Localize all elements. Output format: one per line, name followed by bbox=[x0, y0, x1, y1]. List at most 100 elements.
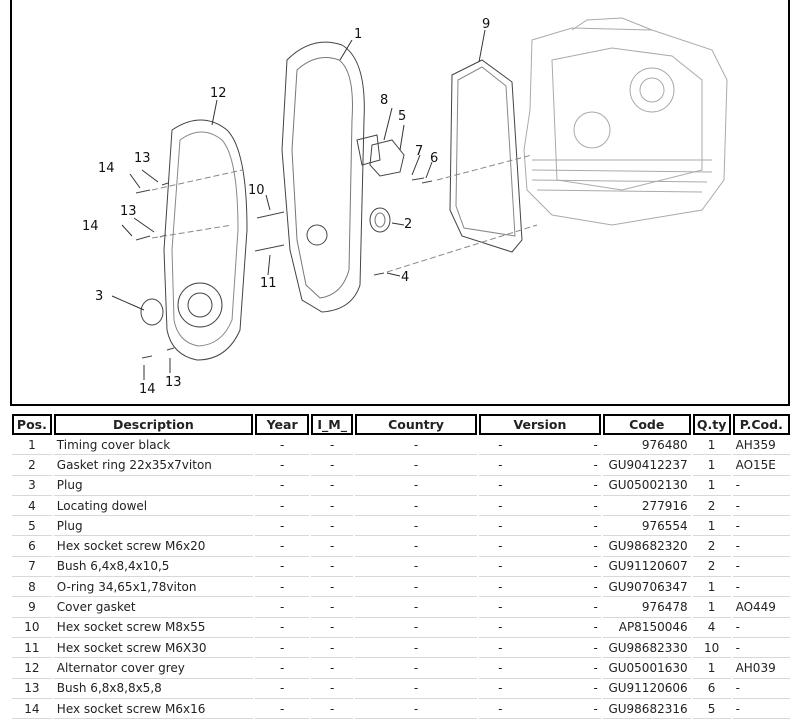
row-version: -- bbox=[479, 455, 601, 476]
callout-3: 3 bbox=[95, 289, 103, 304]
row-pcod: - bbox=[732, 557, 790, 578]
row-description: O-ring 34,65x1,78viton bbox=[53, 577, 253, 598]
row-country: - bbox=[354, 638, 478, 659]
row-pos: 12 bbox=[12, 658, 52, 679]
header-year: Year bbox=[254, 414, 310, 435]
row-im: - bbox=[311, 597, 353, 618]
row-version-a: - bbox=[498, 579, 503, 594]
row-year: - bbox=[254, 557, 310, 578]
row-pcod: AH039 bbox=[732, 658, 790, 679]
row-version-a: - bbox=[498, 457, 503, 472]
row-version-a: - bbox=[498, 559, 503, 574]
row-version: -- bbox=[479, 638, 601, 659]
screws bbox=[135, 177, 433, 359]
callout-4: 4 bbox=[401, 270, 409, 285]
row-version-a: - bbox=[498, 518, 503, 533]
row-country: - bbox=[354, 699, 478, 720]
row-code: 277916 bbox=[602, 496, 691, 517]
row-description: Alternator cover grey bbox=[53, 658, 253, 679]
row-code: GU98682320 bbox=[602, 536, 691, 557]
row-im: - bbox=[311, 557, 353, 578]
callout-6: 6 bbox=[430, 151, 438, 166]
row-version-b: - bbox=[593, 457, 598, 472]
row-qty: 1 bbox=[692, 577, 731, 598]
row-year: - bbox=[254, 455, 310, 476]
row-country: - bbox=[354, 618, 478, 638]
header-description: Description bbox=[53, 414, 253, 435]
row-pcod: - bbox=[732, 699, 790, 720]
row-code: 976554 bbox=[602, 516, 691, 537]
callout-14: 14 bbox=[82, 219, 99, 234]
header-country: Country bbox=[354, 414, 478, 435]
callout-14: 14 bbox=[98, 161, 115, 176]
row-code: GU98682330 bbox=[602, 638, 691, 659]
row-description: Locating dowel bbox=[53, 496, 253, 517]
callout-12: 12 bbox=[210, 86, 227, 101]
row-pos: 2 bbox=[12, 455, 52, 476]
row-year: - bbox=[254, 476, 310, 496]
row-pos: 7 bbox=[12, 557, 52, 578]
row-pos: 14 bbox=[12, 699, 52, 720]
row-version-a: - bbox=[498, 620, 503, 635]
callout-13: 13 bbox=[120, 204, 137, 219]
header-im: I_M_ bbox=[311, 414, 353, 435]
row-code: 976480 bbox=[602, 435, 691, 456]
row-im: - bbox=[311, 516, 353, 537]
row-version-a: - bbox=[498, 681, 503, 696]
callout-13: 13 bbox=[165, 375, 182, 390]
plug-3 bbox=[140, 298, 164, 326]
row-pos: 1 bbox=[12, 435, 52, 456]
row-description: Hex socket screw M8x55 bbox=[53, 618, 253, 638]
row-qty: 4 bbox=[692, 618, 731, 638]
row-pos: 8 bbox=[12, 577, 52, 598]
callout-5: 5 bbox=[398, 109, 406, 124]
row-im: - bbox=[311, 476, 353, 496]
row-code: GU05002130 bbox=[602, 476, 691, 496]
row-year: - bbox=[254, 638, 310, 659]
row-description: Bush 6,4x8,4x10,5 bbox=[53, 557, 253, 578]
parts-table: Pos. Description Year I_M_ Country Versi… bbox=[10, 414, 792, 720]
row-version-a: - bbox=[498, 701, 503, 716]
row-version-b: - bbox=[593, 498, 598, 513]
row-version-a: - bbox=[498, 437, 503, 452]
row-year: - bbox=[254, 597, 310, 618]
row-version: -- bbox=[479, 577, 601, 598]
row-description: Hex socket screw M6X30 bbox=[53, 638, 253, 659]
row-im: - bbox=[311, 496, 353, 517]
diagram-drawing: 1 2 3 4 5 6 7 8 9 10 11 12 13 13 13 14 1… bbox=[82, 17, 728, 397]
row-version-b: - bbox=[593, 600, 598, 615]
row-version-b: - bbox=[593, 701, 598, 716]
row-year: - bbox=[254, 435, 310, 456]
row-version-b: - bbox=[593, 518, 598, 533]
callout-7: 7 bbox=[415, 144, 423, 159]
row-version: -- bbox=[479, 597, 601, 618]
row-version: -- bbox=[479, 516, 601, 537]
header-qty: Q.ty bbox=[692, 414, 731, 435]
row-pos: 11 bbox=[12, 638, 52, 659]
row-version-a: - bbox=[498, 478, 503, 493]
row-description: Plug bbox=[53, 516, 253, 537]
row-year: - bbox=[254, 618, 310, 638]
row-version-b: - bbox=[593, 559, 598, 574]
row-description: Gasket ring 22x35x7viton bbox=[53, 455, 253, 476]
row-description: Bush 6,8x8,8x5,8 bbox=[53, 679, 253, 699]
row-code: GU90412237 bbox=[602, 455, 691, 476]
row-version-b: - bbox=[593, 437, 598, 452]
row-pcod: - bbox=[732, 577, 790, 598]
row-description: Hex socket screw M6x20 bbox=[53, 536, 253, 557]
callout-13: 13 bbox=[134, 151, 151, 166]
